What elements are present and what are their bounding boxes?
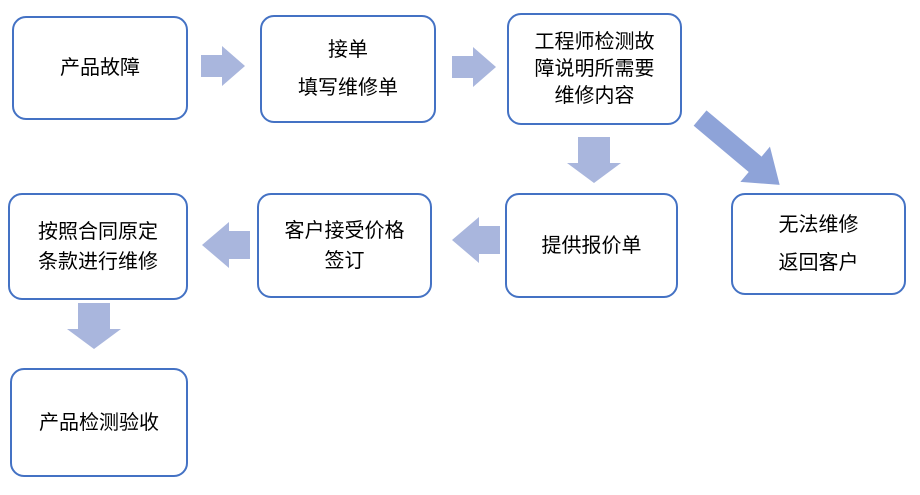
flow-node-receive-order: 接单 填写维修单 (260, 15, 436, 123)
arrow-right-icon (452, 47, 496, 87)
node-text: 工程师检测故 (534, 30, 655, 53)
arrow-down-icon (567, 137, 621, 183)
node-text: 按照合同原定 (38, 220, 158, 243)
arrow-left-icon (202, 222, 250, 268)
node-text: 填写维修单 (298, 77, 398, 99)
node-text: 客户接受价格 (284, 219, 405, 242)
node-text: 返回客户 (778, 252, 859, 274)
node-text: 接单 (328, 39, 368, 61)
flow-node-repair-per-contract: 按照合同原定 条款进行维修 (8, 193, 188, 300)
node-text: 提供报价单 (541, 234, 642, 257)
node-text: 产品检测验收 (39, 411, 159, 434)
flow-node-provide-quote: 提供报价单 (505, 193, 678, 298)
node-text: 签订 (324, 249, 365, 272)
node-text: 障说明所需要 (534, 57, 655, 80)
node-text: 条款进行维修 (38, 250, 158, 273)
node-text: 维修内容 (554, 84, 635, 107)
flow-node-product-inspection: 产品检测验收 (10, 368, 188, 477)
node-text: 产品故障 (60, 57, 140, 79)
node-text: 无法维修 (778, 214, 859, 236)
flow-node-engineer-inspect: 工程师检测故 障说明所需要 维修内容 (507, 13, 682, 125)
arrow-right-icon (201, 46, 245, 86)
arrow-left-icon (452, 217, 500, 263)
flow-node-customer-accept: 客户接受价格 签订 (257, 193, 432, 298)
arrow-down-icon (67, 303, 121, 349)
arrow-down-right-icon (693, 110, 780, 185)
flow-node-cannot-repair: 无法维修 返回客户 (731, 193, 906, 295)
flow-node-product-fault: 产品故障 (12, 16, 188, 120)
